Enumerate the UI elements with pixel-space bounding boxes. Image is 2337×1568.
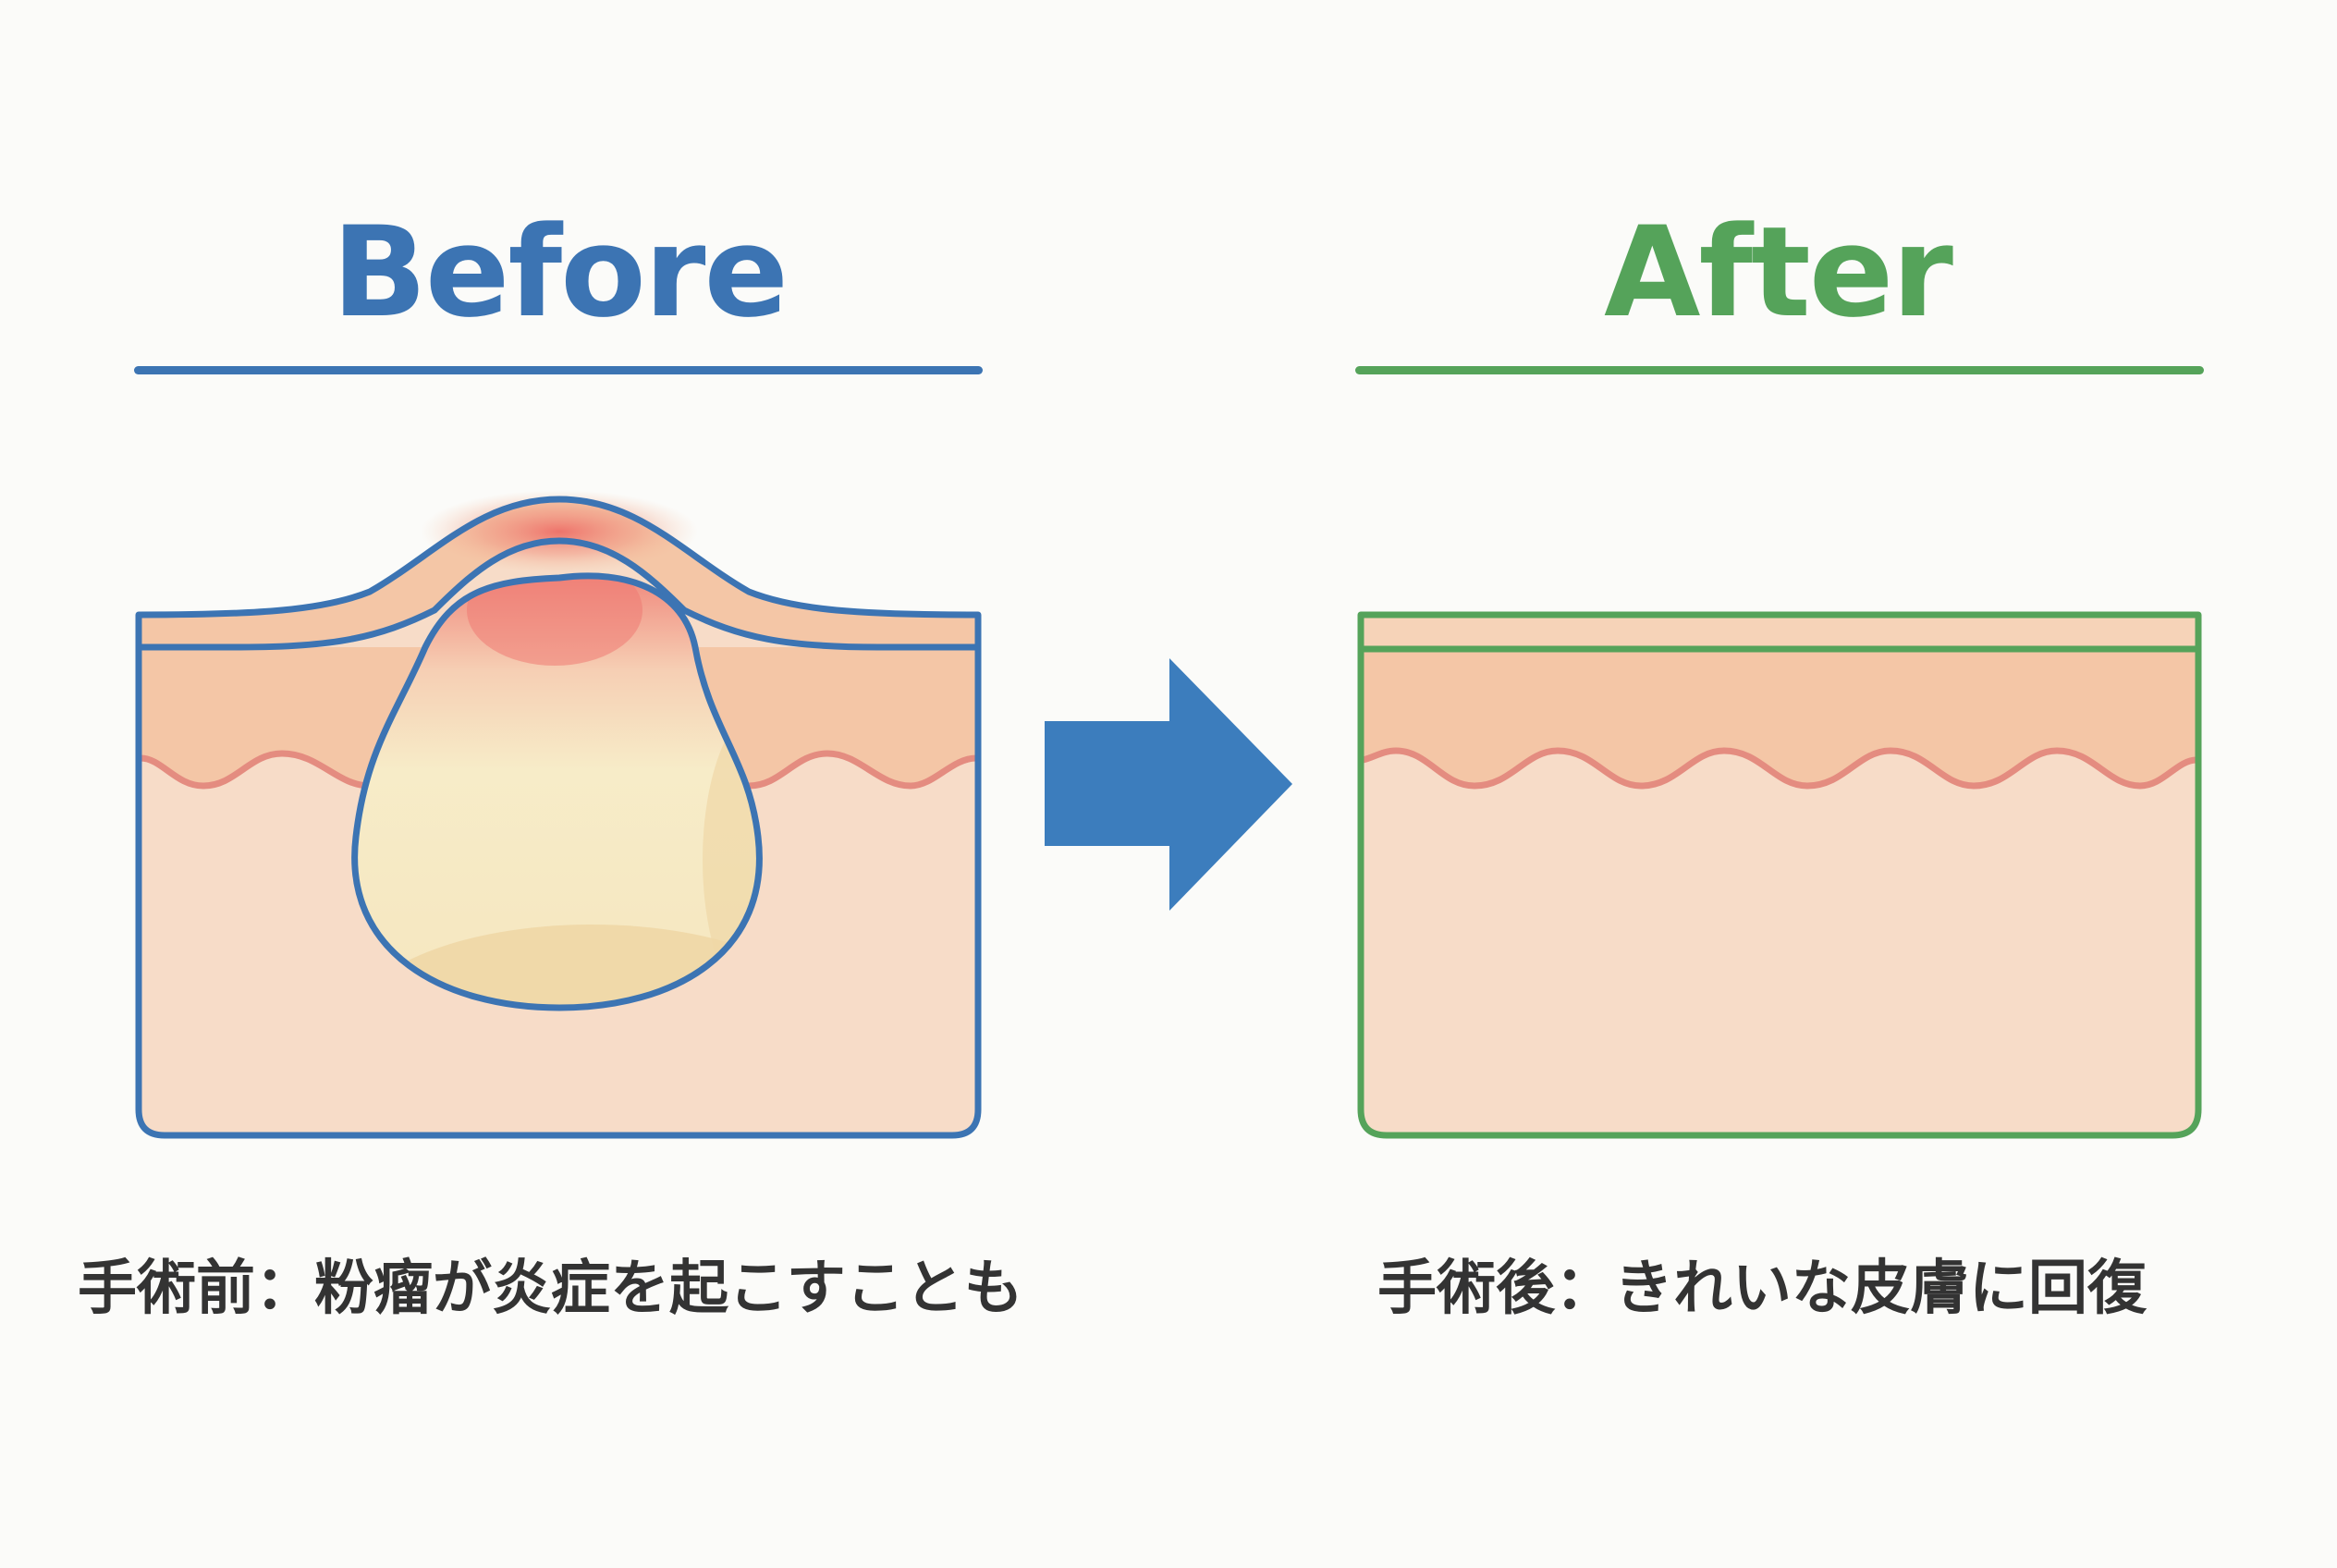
- before-panel-outline: [135, 496, 982, 1139]
- before-surface-line: [139, 537, 978, 651]
- before-skin-panel: [135, 490, 982, 1139]
- after-wave-line: [1359, 747, 2200, 790]
- after-surface-layer: [1361, 615, 2198, 647]
- before-caption: 手術前：粉瘤が炎症を起こすことも: [78, 1255, 1023, 1323]
- before-inflammation-surface: [421, 490, 698, 573]
- after-heading: After: [1604, 200, 1953, 345]
- after-caption: 手術後：きれいな皮膚に回復: [1377, 1255, 2147, 1323]
- before-surface-layer: [139, 499, 978, 647]
- before-cyst: [354, 575, 760, 1008]
- after-panel-outline: [1357, 611, 2202, 1139]
- arrow-right-icon: [1045, 658, 1292, 911]
- before-wave-line: [137, 750, 980, 790]
- before-cyst-outline: [351, 572, 763, 1011]
- after-underline: [1355, 366, 2204, 374]
- before-heading: Before: [331, 200, 789, 345]
- after-skin-panel: [1357, 611, 2202, 1139]
- before-underline: [134, 366, 983, 374]
